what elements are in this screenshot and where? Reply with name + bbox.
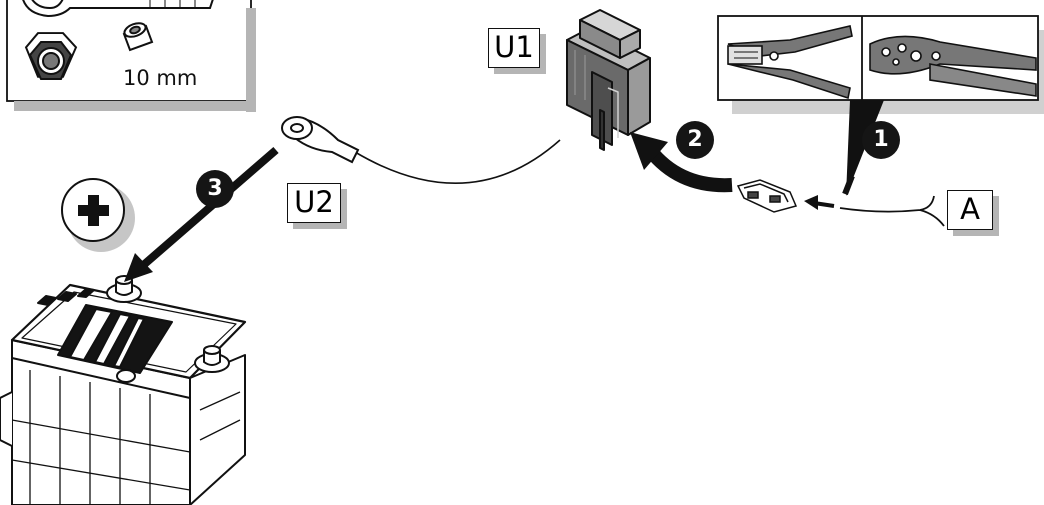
ring-terminal-icon — [282, 117, 358, 162]
arrow-to-battery — [124, 150, 276, 282]
label-u2: U2 — [287, 183, 341, 223]
crimp-connector-icon — [738, 180, 796, 212]
battery-icon — [0, 276, 245, 505]
step-1-badge: 1 — [862, 121, 900, 159]
fuse-holder-icon — [567, 10, 650, 150]
arrow-from-tools — [845, 176, 852, 194]
cable — [355, 140, 560, 183]
label-a: A — [947, 190, 993, 230]
label-u1: U1 — [488, 28, 540, 68]
step-3-badge: 3 — [196, 170, 234, 208]
wire-a — [840, 196, 944, 226]
insert-arrow — [804, 195, 834, 210]
step-2-badge: 2 — [676, 121, 714, 159]
crimp-tools-inset — [718, 16, 1044, 196]
tools-inset — [7, 0, 256, 112]
nut-size-label: 10 mm — [123, 66, 197, 90]
plus-icon — [62, 179, 135, 252]
